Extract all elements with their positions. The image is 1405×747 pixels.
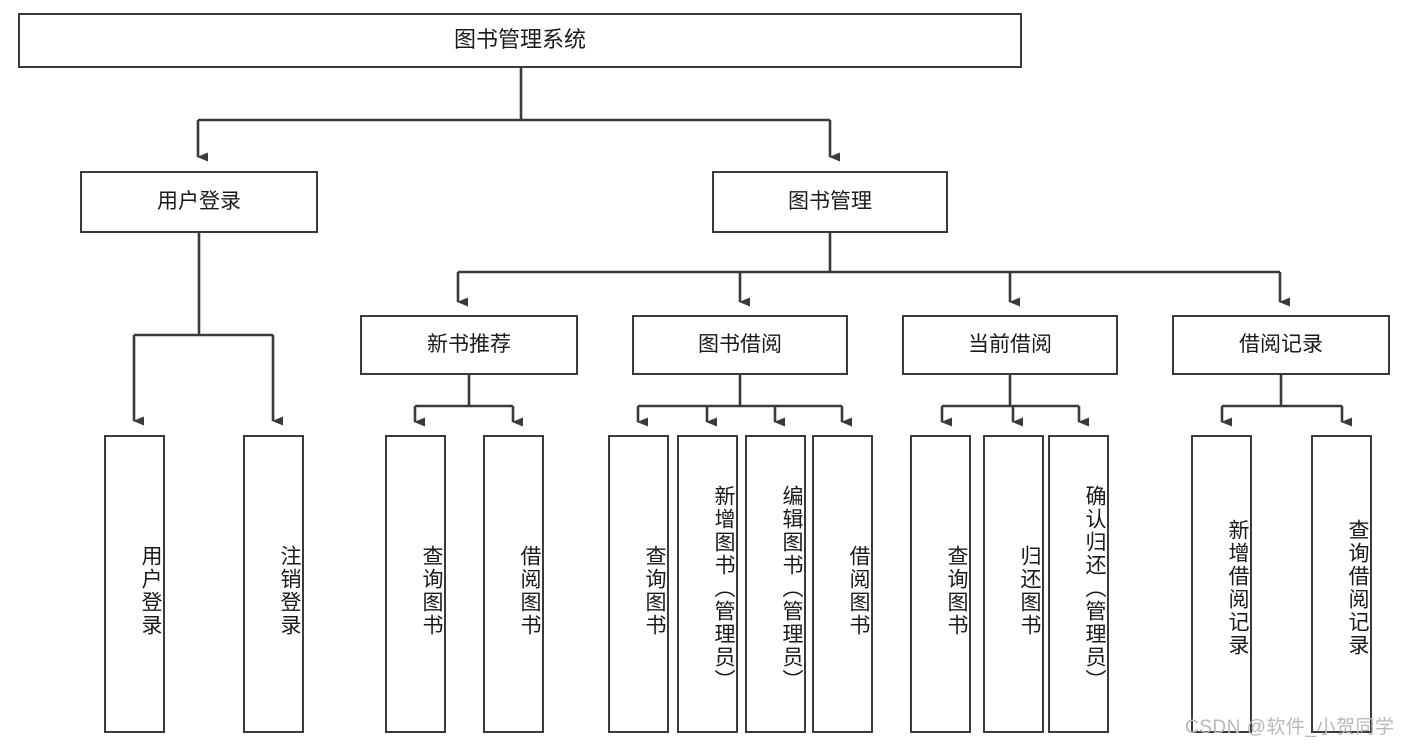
node-label: 注销登录 bbox=[278, 545, 301, 637]
node-user-login[interactable]: 用户登录 bbox=[80, 171, 318, 233]
node-label: 归还图书 bbox=[1018, 545, 1041, 637]
node-label: 查询图书 bbox=[945, 545, 968, 637]
leaf-query-borrow-record[interactable]: 查询借阅记录 bbox=[1311, 435, 1372, 733]
leaf-query-book-recommend[interactable]: 查询图书 bbox=[385, 435, 446, 733]
leaf-add-book-admin[interactable]: 新增图书（管理员） bbox=[677, 435, 738, 733]
leaf-logout[interactable]: 注销登录 bbox=[243, 435, 304, 733]
node-book-management[interactable]: 图书管理 bbox=[712, 171, 948, 233]
node-borrow-record[interactable]: 借阅记录 bbox=[1172, 315, 1390, 375]
node-label: 图书管理系统 bbox=[453, 27, 586, 53]
node-label: 新增图书（管理员） bbox=[712, 484, 735, 692]
node-root-system[interactable]: 图书管理系统 bbox=[18, 13, 1022, 68]
leaf-query-book-current[interactable]: 查询图书 bbox=[910, 435, 971, 733]
leaf-borrow-book[interactable]: 借阅图书 bbox=[812, 435, 873, 733]
node-book-borrow[interactable]: 图书借阅 bbox=[632, 315, 848, 375]
node-label: 查询图书 bbox=[420, 545, 443, 637]
node-label: 用户登录 bbox=[139, 545, 162, 637]
leaf-edit-book-admin[interactable]: 编辑图书（管理员） bbox=[745, 435, 806, 733]
csdn-watermark: CSDN @软件_小贺同学 bbox=[1185, 717, 1395, 738]
node-label: 用户登录 bbox=[157, 190, 241, 214]
node-label: 图书管理 bbox=[788, 190, 872, 214]
node-label: 借阅图书 bbox=[518, 545, 541, 637]
leaf-borrow-book-recommend[interactable]: 借阅图书 bbox=[483, 435, 544, 733]
node-new-book-recommend[interactable]: 新书推荐 bbox=[360, 315, 578, 375]
leaf-query-book-borrow[interactable]: 查询图书 bbox=[608, 435, 669, 733]
leaf-user-login[interactable]: 用户登录 bbox=[104, 435, 165, 733]
node-label: 新增借阅记录 bbox=[1226, 519, 1249, 657]
node-label: 图书借阅 bbox=[698, 333, 782, 357]
node-label: 借阅记录 bbox=[1239, 333, 1323, 357]
leaf-add-borrow-record[interactable]: 新增借阅记录 bbox=[1191, 435, 1252, 733]
node-label: 查询图书 bbox=[643, 545, 666, 637]
node-label: 新书推荐 bbox=[427, 333, 511, 357]
leaf-return-book[interactable]: 归还图书 bbox=[983, 435, 1044, 733]
node-label: 当前借阅 bbox=[968, 333, 1052, 357]
leaf-confirm-return-admin[interactable]: 确认归还（管理员） bbox=[1048, 435, 1109, 733]
node-label: 编辑图书（管理员） bbox=[780, 484, 803, 692]
node-label: 确认归还（管理员） bbox=[1083, 484, 1106, 692]
node-label: 借阅图书 bbox=[847, 545, 870, 637]
node-current-borrow[interactable]: 当前借阅 bbox=[902, 315, 1118, 375]
node-label: 查询借阅记录 bbox=[1346, 519, 1369, 657]
